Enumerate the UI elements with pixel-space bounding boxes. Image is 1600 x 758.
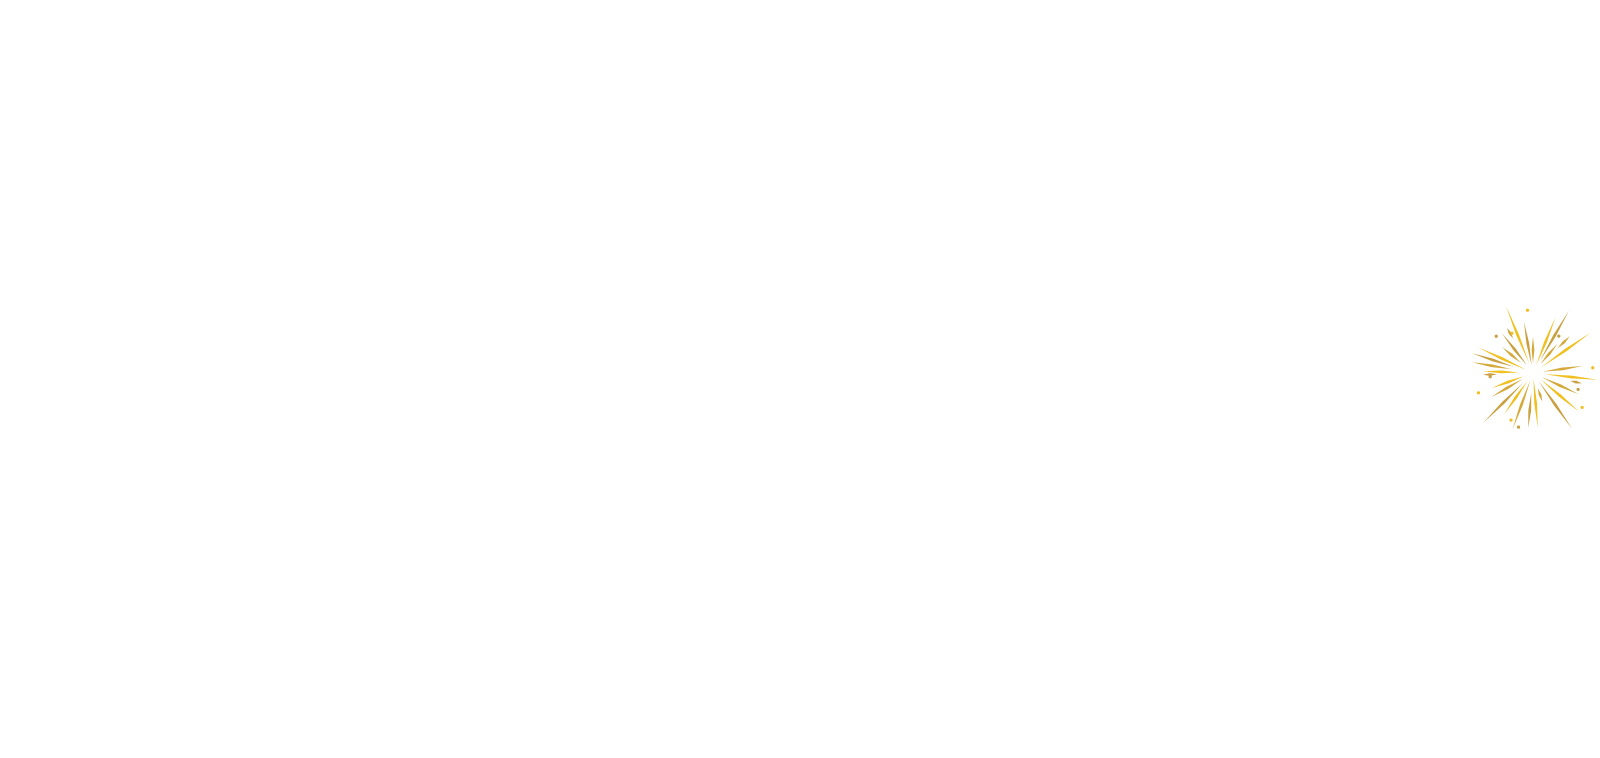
firework-ray xyxy=(1502,347,1521,363)
firework-ray xyxy=(1478,347,1526,370)
firework-icon xyxy=(1471,306,1598,430)
firework-ray xyxy=(1506,306,1530,364)
firework-spark xyxy=(1494,334,1498,338)
firework-spark xyxy=(1576,387,1580,392)
firework-spark xyxy=(1591,366,1595,370)
firework-spark xyxy=(1525,308,1530,312)
firework-spark xyxy=(1557,334,1561,338)
firework-ray xyxy=(1540,343,1558,364)
firework-ray xyxy=(1504,381,1528,414)
firework-ray xyxy=(1472,353,1514,367)
firework-ray xyxy=(1512,380,1531,430)
firework-ray xyxy=(1544,374,1598,380)
firework-ray xyxy=(1491,376,1524,389)
firework-ray xyxy=(1483,370,1520,374)
firework-ray xyxy=(1557,336,1570,349)
firework-spark xyxy=(1476,391,1481,395)
firework-ray xyxy=(1570,380,1582,384)
firework-ray xyxy=(1542,366,1583,372)
firework-spark xyxy=(1509,418,1513,422)
firework-spark xyxy=(1516,425,1521,429)
firework-ray xyxy=(1471,362,1512,370)
firework-ray xyxy=(1537,388,1543,402)
firework-spark xyxy=(1580,405,1584,410)
firework-ray xyxy=(1540,379,1579,412)
firework-ray xyxy=(1542,377,1579,395)
firework-ray xyxy=(1531,337,1535,363)
firework-ray xyxy=(1483,373,1498,376)
firework-spark xyxy=(1488,375,1492,379)
firework-ray xyxy=(1541,332,1591,368)
firework-ray xyxy=(1491,379,1523,397)
firework-ray xyxy=(1538,381,1573,429)
firework-ray xyxy=(1502,333,1527,366)
firework-ray xyxy=(1483,382,1524,423)
firework-ray xyxy=(1528,392,1532,428)
firework-ray xyxy=(1533,378,1538,428)
firework-ray xyxy=(1507,327,1513,339)
firework-ray xyxy=(1540,310,1569,361)
firework-spark xyxy=(1510,331,1514,335)
firework-ray xyxy=(1523,321,1532,366)
firework-ray xyxy=(1535,317,1556,366)
